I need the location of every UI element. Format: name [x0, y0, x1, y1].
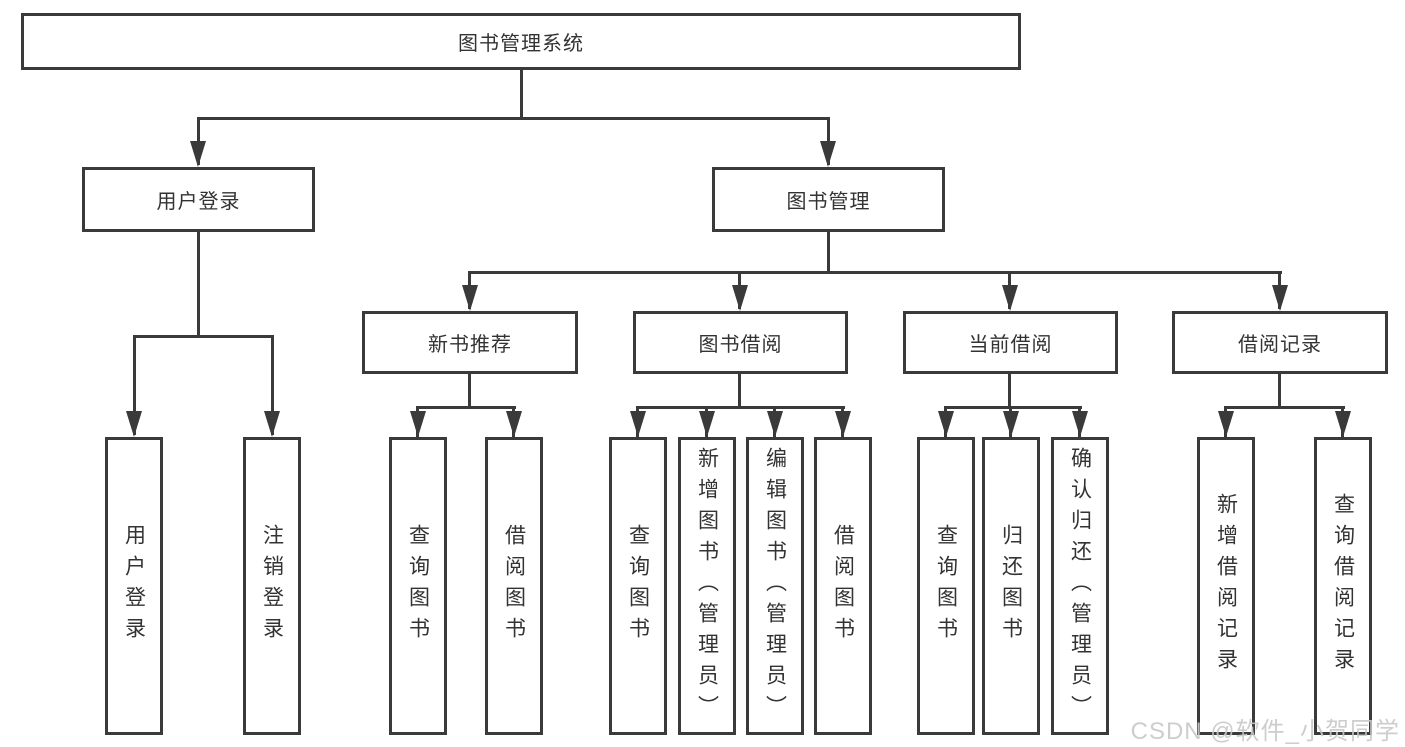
connector-arrowhead-icon	[462, 285, 478, 311]
connector-line	[827, 232, 830, 273]
leaf-confirm-return-admin: 确认归还（管理员）	[1051, 437, 1109, 735]
connector-arrowhead-icon	[264, 411, 280, 437]
connector-line	[468, 374, 471, 408]
leaf-borrow-books: 借阅图书	[814, 437, 872, 735]
leaf-label: 借阅图书	[502, 524, 526, 648]
node-new-book-recommend: 新书推荐	[362, 311, 578, 374]
leaf-query-books-recommend: 查询图书	[389, 437, 447, 735]
connector-arrowhead-icon	[835, 411, 851, 437]
connector-line	[1278, 374, 1281, 408]
connector-line	[1008, 374, 1011, 408]
csdn-watermark: CSDN @软件_小贺同学	[1130, 718, 1400, 745]
leaf-user-login: 用户登录	[105, 437, 163, 735]
connector-line	[197, 232, 200, 337]
leaf-logout: 注销登录	[243, 437, 301, 735]
leaf-edit-books-admin: 编辑图书（管理员）	[746, 437, 804, 735]
connector-line	[133, 335, 274, 338]
connector-arrowhead-icon	[1072, 411, 1088, 437]
connector-line	[197, 117, 830, 120]
leaf-label: 借阅图书	[831, 524, 855, 648]
node-root: 图书管理系统	[21, 13, 1021, 70]
connector-line	[133, 335, 136, 435]
leaf-add-books-admin: 新增图书（管理员）	[678, 437, 736, 735]
leaf-query-borrow-record: 查询借阅记录	[1314, 437, 1372, 735]
connector-arrowhead-icon	[1335, 411, 1351, 437]
leaf-label: 编辑图书（管理员）	[763, 446, 787, 726]
connector-line	[738, 374, 741, 408]
connector-arrowhead-icon	[938, 411, 954, 437]
node-book-borrowing: 图书借阅	[633, 311, 848, 374]
leaf-add-borrow-record: 新增借阅记录	[1197, 437, 1255, 735]
node-current-borrowing: 当前借阅	[903, 311, 1118, 374]
leaf-borrow-books-recommend: 借阅图书	[485, 437, 543, 735]
leaf-label: 查询图书	[406, 524, 430, 648]
connector-line	[636, 406, 845, 409]
leaf-label: 归还图书	[999, 524, 1023, 648]
leaf-label: 确认归还（管理员）	[1068, 446, 1092, 726]
leaf-label: 新增借阅记录	[1214, 493, 1238, 679]
connector-arrowhead-icon	[820, 141, 836, 167]
connector-arrowhead-icon	[630, 411, 646, 437]
connector-arrowhead-icon	[732, 285, 748, 311]
connector-arrowhead-icon	[410, 411, 426, 437]
leaf-label: 用户登录	[122, 524, 146, 648]
leaf-label: 查询图书	[934, 524, 958, 648]
connector-arrowhead-icon	[699, 411, 715, 437]
leaf-return-books: 归还图书	[982, 437, 1040, 735]
connector-line	[944, 406, 1082, 409]
node-borrowing-records: 借阅记录	[1172, 311, 1388, 374]
connector-line	[1224, 406, 1345, 409]
connector-line	[416, 406, 516, 409]
leaf-label: 查询图书	[626, 524, 650, 648]
connector-arrowhead-icon	[190, 141, 206, 167]
leaf-query-books-borrowing: 查询图书	[609, 437, 667, 735]
node-book-management: 图书管理	[712, 167, 945, 232]
leaf-label: 新增图书（管理员）	[695, 446, 719, 726]
connector-line	[468, 271, 1282, 274]
node-user-login: 用户登录	[82, 167, 315, 232]
connector-arrowhead-icon	[1002, 285, 1018, 311]
leaf-label: 查询借阅记录	[1331, 493, 1355, 679]
leaf-query-books-current: 查询图书	[917, 437, 975, 735]
leaf-label: 注销登录	[260, 524, 284, 648]
connector-arrowhead-icon	[126, 411, 142, 437]
connector-line	[271, 335, 274, 435]
connector-arrowhead-icon	[1218, 411, 1234, 437]
connector-arrowhead-icon	[1272, 285, 1288, 311]
connector-arrowhead-icon	[506, 411, 522, 437]
connector-arrowhead-icon	[1003, 411, 1019, 437]
connector-arrowhead-icon	[767, 411, 783, 437]
connector-line	[520, 69, 523, 119]
